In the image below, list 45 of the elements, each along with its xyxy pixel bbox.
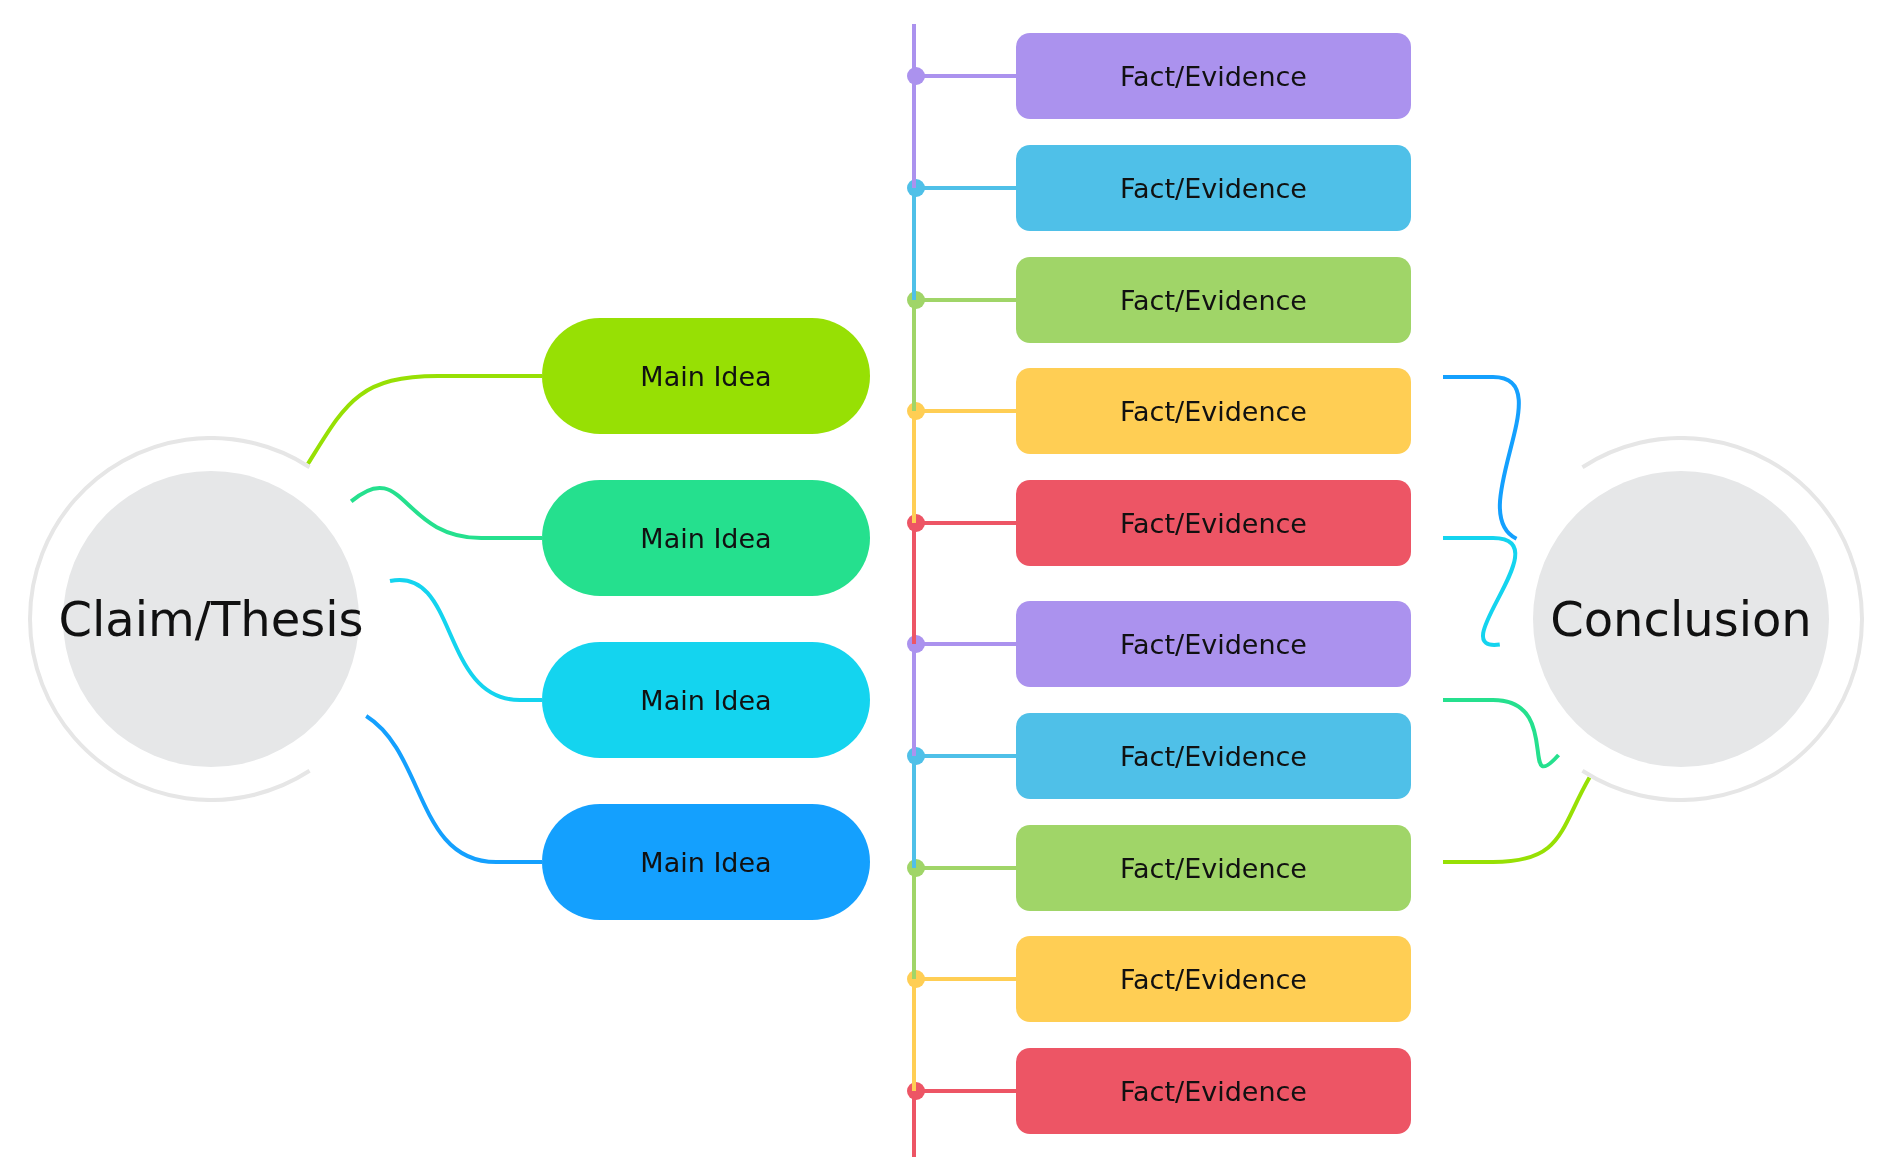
node-label: Main Idea: [640, 684, 772, 716]
connector-line: [1443, 776, 1592, 864]
evidence-card: [1016, 480, 1411, 566]
node-label: Main Idea: [640, 522, 772, 554]
connector-line: [907, 859, 1016, 877]
evidence-card: [1016, 1048, 1411, 1134]
connector-line: [907, 402, 1016, 420]
connector-line: [907, 67, 1016, 85]
node-label: Main Idea: [640, 360, 772, 392]
node-label: Fact/Evidence: [1120, 740, 1307, 772]
connector-line: [907, 179, 1016, 197]
evidence-card: [1016, 145, 1411, 231]
connector-line: [1443, 536, 1518, 647]
connector-line: [907, 514, 1016, 532]
connector-line: [350, 486, 542, 540]
node-label: Fact/Evidence: [1120, 507, 1307, 539]
connector-line: [907, 1082, 1016, 1100]
timeline-bar: [912, 24, 916, 1157]
evidence-card: [1016, 257, 1411, 343]
evidence-card: [1016, 713, 1411, 799]
evidence-card: [1016, 601, 1411, 687]
connector-line: [306, 374, 542, 465]
node-label: Main Idea: [640, 846, 772, 878]
node-label: Fact/Evidence: [1120, 172, 1307, 204]
connector-line: [907, 747, 1016, 765]
node-label: Fact/Evidence: [1120, 395, 1307, 427]
connector-line: [1443, 698, 1560, 769]
node-label: Fact/Evidence: [1120, 628, 1307, 660]
connector-line: [1443, 375, 1521, 541]
connector-line: [907, 291, 1016, 309]
node-label: Fact/Evidence: [1120, 852, 1307, 884]
connector-line: [907, 635, 1016, 653]
node-label: Fact/Evidence: [1120, 1075, 1307, 1107]
evidence-card: [1016, 33, 1411, 119]
node-label: Fact/Evidence: [1120, 284, 1307, 316]
node-label: Fact/Evidence: [1120, 963, 1307, 995]
evidence-card: [1016, 368, 1411, 454]
connector-line: [907, 970, 1016, 988]
evidence-card: [1016, 825, 1411, 911]
node-label: Conclusion: [1550, 591, 1812, 647]
evidence-card: [1016, 936, 1411, 1022]
node-label: Claim/Thesis: [58, 591, 364, 647]
connector-line: [364, 714, 542, 864]
connector-line: [389, 578, 542, 702]
node-label: Fact/Evidence: [1120, 60, 1307, 92]
